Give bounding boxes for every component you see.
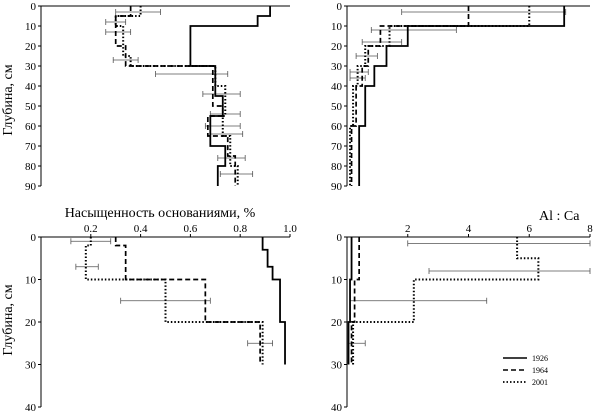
- y-tick-label: 40: [25, 81, 37, 93]
- x-tick-label: 2: [405, 223, 411, 235]
- y-axis-label-bottom: Глубина, см: [1, 284, 16, 355]
- y-tick-label: 30: [25, 61, 37, 73]
- panel-top-left: 0 10 20 30 40 50 60 70 80 90: [25, 1, 290, 193]
- y-tick-label: 90: [331, 181, 343, 193]
- y-tick-label: 50: [25, 101, 37, 113]
- y-tick-label: 30: [331, 360, 343, 372]
- x-tick-label: 1.0: [283, 223, 297, 235]
- y-tick-label: 20: [331, 41, 343, 53]
- series-line-dashed: [114, 6, 237, 186]
- series-line-dotted: [114, 6, 239, 186]
- y-tick-label: 90: [25, 181, 37, 193]
- series-line-solid: [358, 6, 566, 186]
- y-tick-label: 10: [331, 21, 343, 33]
- series-line-solid: [261, 237, 286, 365]
- y-tick-label: 0: [337, 1, 343, 13]
- x-tick-label: 6: [527, 223, 533, 235]
- y-tick-label: 30: [331, 61, 343, 73]
- legend-label-1926: 1926: [532, 354, 548, 363]
- x-tick-label: 8: [587, 223, 593, 235]
- series-line-dotted: [349, 6, 531, 186]
- legend-label-2001: 2001: [532, 378, 548, 387]
- y-tick-label: 80: [25, 161, 37, 173]
- y-tick-label: 0: [31, 232, 37, 244]
- panel-top-right: 0 10 20 30 40 50 60 70 80 90: [331, 1, 590, 193]
- y-tick-label: 10: [25, 275, 37, 287]
- series-line-solid: [347, 237, 353, 365]
- y-tick-label: 70: [25, 141, 37, 153]
- y-tick-label: 50: [331, 101, 343, 113]
- y-tick-label: 30: [25, 360, 37, 372]
- series-line-dotted: [84, 237, 264, 365]
- y-tick-label: 40: [331, 402, 343, 414]
- legend: 1926 1964 2001: [503, 354, 548, 387]
- plot-layer: 0102030405060708090010203040506070809001…: [25, 1, 593, 414]
- x-tick-label: 4: [466, 223, 472, 235]
- y-tick-label: 0: [31, 1, 37, 13]
- y-tick-label: 60: [25, 121, 37, 133]
- y-tick-label: 0: [337, 232, 343, 244]
- y-tick-label: 60: [331, 121, 343, 133]
- x-axis-label-al-ca: Al : Ca: [539, 209, 580, 224]
- y-tick-label: 40: [25, 402, 37, 414]
- series-line-dotted: [352, 237, 540, 365]
- x-tick-label: 0.6: [184, 223, 198, 235]
- y-tick-label: 20: [25, 317, 37, 329]
- y-tick-label: 70: [331, 141, 343, 153]
- y-axis-label-top: Глубина, см: [1, 64, 16, 135]
- x-tick-label: 0.2: [84, 223, 98, 235]
- y-tick-label: 10: [331, 275, 343, 287]
- x-tick-label: 0.8: [233, 223, 247, 235]
- x-axis-label-base-saturation: Насыщенность основаниями, %: [65, 206, 256, 221]
- series-line-dashed: [350, 237, 360, 365]
- y-tick-label: 10: [25, 21, 37, 33]
- y-tick-label: 20: [331, 317, 343, 329]
- y-tick-label: 40: [331, 81, 343, 93]
- legend-label-1964: 1964: [532, 366, 548, 375]
- x-tick-label: 0.4: [134, 223, 148, 235]
- panel-bottom-right: 0 10 20 30 40 2 4 6 8: [331, 223, 593, 414]
- series-line-dashed: [350, 6, 470, 186]
- series-line-solid: [189, 6, 271, 186]
- panel-bottom-left: 0 10 20 30 40 0.2 0.4 0.6 0.8 1.0: [25, 223, 297, 414]
- y-tick-label: 80: [331, 161, 343, 173]
- y-tick-label: 20: [25, 41, 37, 53]
